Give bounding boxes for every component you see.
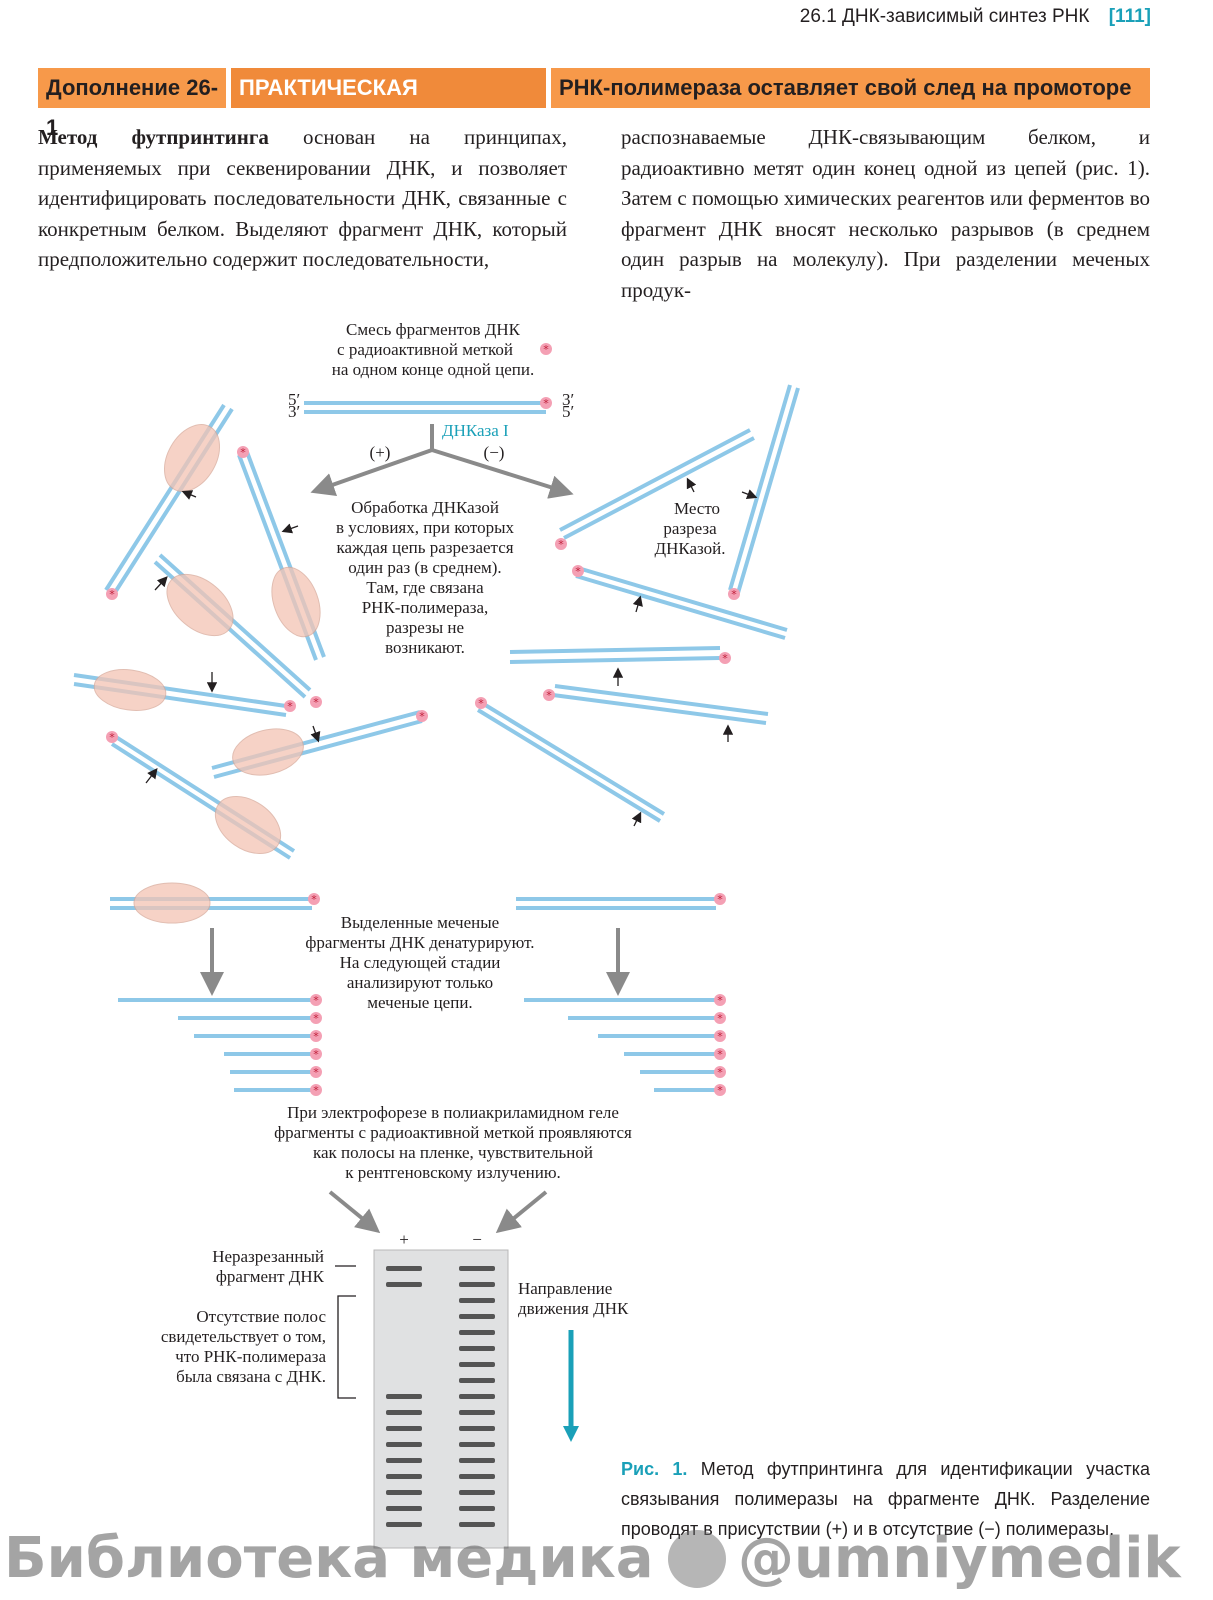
svg-text:к рентгеновскому излучению.: к рентгеновскому излучению. <box>345 1163 561 1182</box>
mix-label-3: на одном конце одной цепи. <box>332 360 534 379</box>
svg-text:Там, где связана: Там, где связана <box>366 578 484 597</box>
gel-band <box>459 1378 495 1383</box>
gel-band <box>386 1410 422 1415</box>
watermark: Библиотека медика @umniymedik <box>0 1508 1213 1600</box>
gel-plus-label: + <box>399 1230 409 1249</box>
reference-duplex <box>304 397 552 412</box>
telegram-icon <box>668 1530 726 1588</box>
treatment-label: Обработка ДНКазой в условиях, при которы… <box>336 498 514 657</box>
gel-band <box>386 1282 422 1287</box>
label-star-legend <box>540 343 552 356</box>
mix-label-2: с радиоактивной меткой <box>337 340 513 359</box>
svg-text:Обработка ДНКазой: Обработка ДНКазой <box>351 498 499 517</box>
svg-text:что РНК-полимераза: что РНК-полимераза <box>175 1347 326 1366</box>
gel-band <box>459 1266 495 1271</box>
minus-labels <box>475 538 740 710</box>
svg-text:Отсутствие полос: Отсутствие полос <box>196 1307 326 1326</box>
svg-text:фрагменты с радиоактивной метк: фрагменты с радиоактивной меткой проявля… <box>274 1123 632 1142</box>
uncut-label: Неразрезанный фрагмент ДНК <box>212 1247 356 1286</box>
gel-minus-label: − <box>472 1230 482 1249</box>
direction-label: Направление движения ДНК <box>518 1279 629 1318</box>
electrophoresis-label: При электрофорезе в полиакриламидном гел… <box>274 1103 632 1182</box>
gel-band <box>386 1474 422 1479</box>
svg-text:Неразрезанный: Неразрезанный <box>212 1247 324 1266</box>
minus-strand-labels <box>714 994 726 1097</box>
gel-band <box>386 1394 422 1399</box>
svg-text:фрагмент ДНК: фрагмент ДНК <box>216 1267 325 1286</box>
gel-band <box>459 1442 495 1447</box>
gel-band <box>386 1490 422 1495</box>
enzyme-label: ДНКаза I <box>442 421 509 440</box>
plus-single-strands <box>118 1000 312 1090</box>
gel-band <box>386 1442 422 1447</box>
gel-band <box>459 1394 495 1399</box>
svg-text:как полосы на пленке, чувствит: как полосы на пленке, чувствительной <box>313 1143 593 1162</box>
svg-text:меченые цепи.: меченые цепи. <box>367 993 472 1012</box>
svg-text:свидетельствует о том,: свидетельствует о том, <box>161 1327 326 1346</box>
gel-band <box>459 1490 495 1495</box>
svg-text:разрезы не: разрезы не <box>386 618 464 637</box>
minus-label: (−) <box>484 443 505 462</box>
svg-text:При электрофорезе в полиакрила: При электрофорезе в полиакриламидном гел… <box>287 1103 619 1122</box>
svg-text:в условиях, при которых: в условиях, при которых <box>336 518 514 537</box>
svg-text:фрагменты ДНК денатурируют.: фрагменты ДНК денатурируют. <box>305 933 534 952</box>
svg-text:каждая цепь разрезается: каждая цепь разрезается <box>336 538 513 557</box>
svg-text:была связана с ДНК.: была связана с ДНК. <box>176 1367 326 1386</box>
figure-number: Рис. 1. <box>621 1459 687 1479</box>
minus-single-strands <box>524 1000 716 1090</box>
gel-band <box>459 1346 495 1351</box>
cut-site-label: Место разреза ДНКазой. <box>655 499 726 558</box>
svg-text:Направление: Направление <box>518 1279 612 1298</box>
gel-band <box>459 1330 495 1335</box>
gel-band <box>386 1458 422 1463</box>
svg-text:На следующей стадии: На следующей стадии <box>340 953 501 972</box>
svg-text:движения ДНК: движения ДНК <box>518 1299 629 1318</box>
gel-arrows <box>330 1192 546 1228</box>
svg-text:один раз (в среднем).: один раз (в среднем). <box>348 558 501 577</box>
plus-label: (+) <box>370 443 391 462</box>
watermark-right: @umniymedik <box>738 1526 1181 1591</box>
svg-text:разреза: разреза <box>663 519 717 538</box>
gel-band <box>459 1458 495 1463</box>
svg-text:Выделенные меченые: Выделенные меченые <box>341 913 499 932</box>
gel-band <box>459 1410 495 1415</box>
gel-band <box>459 1298 495 1303</box>
gel-band <box>459 1474 495 1479</box>
svg-text:РНК-полимераза,: РНК-полимераза, <box>362 598 489 617</box>
gel-band <box>386 1426 422 1431</box>
absence-label: Отсутствие полос свидетельствует о том, … <box>161 1296 356 1398</box>
svg-text:Место: Место <box>674 499 720 518</box>
gel-band <box>459 1362 495 1367</box>
svg-text:анализируют только: анализируют только <box>347 973 493 992</box>
gel-band <box>386 1266 422 1271</box>
gel-band <box>459 1426 495 1431</box>
svg-text:ДНКазой.: ДНКазой. <box>655 539 726 558</box>
svg-text:возникают.: возникают. <box>385 638 465 657</box>
end-5-right: 5′ <box>562 402 574 421</box>
gel-band <box>459 1314 495 1319</box>
denature-label: Выделенные меченые фрагменты ДНК денатур… <box>305 913 534 1012</box>
end-3-left: 3′ <box>288 402 300 421</box>
direction-arrow <box>563 1330 579 1442</box>
mix-label-1: Смесь фрагментов ДНК <box>346 320 521 339</box>
gel-band <box>459 1282 495 1287</box>
watermark-left: Библиотека медика <box>4 1526 654 1591</box>
plus-strand-labels <box>310 994 322 1097</box>
